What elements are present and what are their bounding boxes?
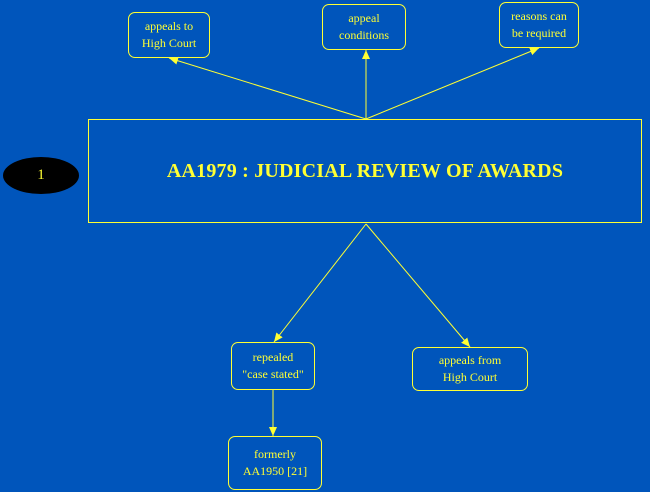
node-appeal-conditions[interactable]: appeal conditions: [322, 4, 406, 50]
node-label: appeal conditions: [339, 11, 389, 42]
main-topic-node[interactable]: AA1979 : JUDICIAL REVIEW OF AWARDS: [88, 119, 642, 223]
node-appeals-from-high-court[interactable]: appeals from High Court: [412, 347, 528, 391]
badge-label: 1: [37, 167, 45, 183]
arrow-to-repealed-case-stated: [273, 223, 367, 343]
arrow-to-appeals-from-high-court: [365, 223, 471, 348]
page-number-badge[interactable]: 1: [3, 157, 79, 194]
arrow-to-appeals-to-high-court: [168, 56, 367, 120]
node-label: formerly AA1950 [21]: [242, 447, 308, 478]
node-label: reasons can be required: [511, 9, 567, 40]
arrow-to-reasons-required: [365, 47, 540, 120]
node-repealed-case-stated[interactable]: repealed "case stated": [231, 342, 315, 390]
node-appeals-to-high-court[interactable]: appeals to High Court: [128, 12, 210, 58]
node-reasons-required[interactable]: reasons can be required: [499, 2, 579, 48]
node-label: appeals to High Court: [141, 19, 197, 50]
node-label: appeals from High Court: [438, 353, 502, 384]
node-formerly-aa1950[interactable]: formerly AA1950 [21]: [228, 436, 322, 490]
node-label: repealed "case stated": [242, 350, 304, 381]
main-topic-title: AA1979 : JUDICIAL REVIEW OF AWARDS: [166, 159, 564, 182]
